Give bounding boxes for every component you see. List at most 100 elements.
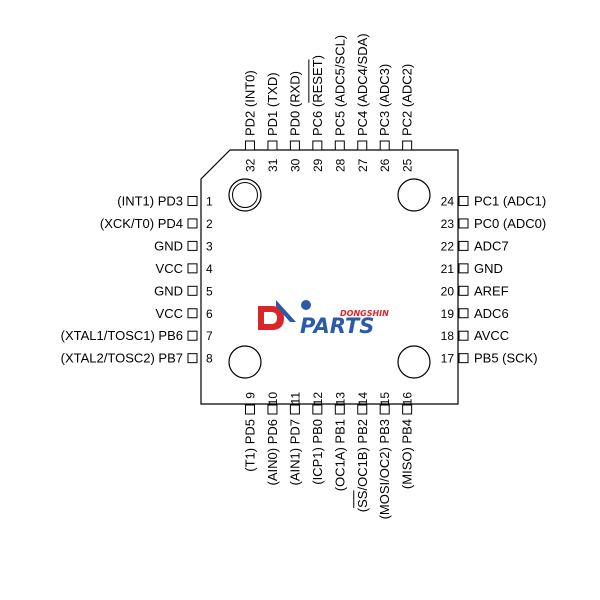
pin-pad-16 xyxy=(402,404,413,415)
pin-label-14: (SS/OC1B) PB2 xyxy=(355,419,370,512)
pin-number-14: 14 xyxy=(356,392,370,406)
pin-number-19: 19 xyxy=(441,307,455,321)
pin-label-26: PC3 (ADC3) xyxy=(377,64,392,136)
pin-pad-11 xyxy=(289,404,300,415)
pin-pad-17 xyxy=(458,353,469,364)
dongshin-parts-logo: DONGSHIN PARTS xyxy=(258,300,389,338)
pin-pad-24 xyxy=(458,196,469,206)
pin-pad-26 xyxy=(379,140,390,151)
pin-label-2: (XCK/T0) PD4 xyxy=(100,216,183,231)
pin-pad-8 xyxy=(187,353,198,364)
pin-pad-18 xyxy=(458,330,469,341)
pin-label-10: (AIN0) PD6 xyxy=(265,419,280,485)
pin-label-11: (AIN1) PD7 xyxy=(287,419,302,485)
pin-number-9: 9 xyxy=(244,392,258,399)
pin-pad-1 xyxy=(187,196,198,206)
pin-label-30: PD0 (RXD) xyxy=(287,71,302,136)
pin-label-3: GND xyxy=(154,238,183,253)
pin-pad-25 xyxy=(402,140,413,151)
pin-pad-10 xyxy=(267,404,278,415)
pin-number-6: 6 xyxy=(206,307,213,321)
pin-number-25: 25 xyxy=(401,158,415,172)
pin-number-16: 16 xyxy=(401,392,415,406)
pin-number-29: 29 xyxy=(311,158,325,172)
logo-emblem xyxy=(258,300,311,330)
pin-number-8: 8 xyxy=(206,352,213,366)
pin-number-26: 26 xyxy=(378,158,392,172)
pin-number-10: 10 xyxy=(266,392,280,406)
pin-pad-12 xyxy=(312,404,323,415)
pin-pad-6 xyxy=(187,308,198,319)
pin-number-23: 23 xyxy=(441,217,455,231)
pin-number-28: 28 xyxy=(333,158,347,172)
pin-label-15: (MOSI/OC2) PB3 xyxy=(377,419,392,519)
pin-pad-19 xyxy=(458,308,469,319)
pin-pad-22 xyxy=(458,240,469,251)
pin-number-2: 2 xyxy=(206,217,213,231)
pin-label-21: GND xyxy=(474,261,503,276)
logo-word-text: PARTS xyxy=(300,314,374,338)
pin-label-1: (INT1) PD3 xyxy=(117,194,183,209)
pin-pad-14 xyxy=(357,404,368,415)
pin-pad-9 xyxy=(245,404,255,415)
pin-number-21: 21 xyxy=(441,262,455,276)
pin-pad-4 xyxy=(187,263,198,274)
pin-pad-29 xyxy=(312,140,323,151)
pin-number-4: 4 xyxy=(206,262,213,276)
pin-label-6: VCC xyxy=(156,306,183,321)
pin-label-29: PC6 (RESET) xyxy=(310,55,325,136)
pin-number-5: 5 xyxy=(206,284,213,298)
pin-number-31: 31 xyxy=(266,158,280,172)
pin-pad-31 xyxy=(267,140,278,151)
mounting-circle-bottom-left xyxy=(228,345,262,379)
pin-label-7: (XTAL1/TOSC1) PB6 xyxy=(61,328,183,343)
pin-number-20: 20 xyxy=(441,284,455,298)
pin-label-32: PD2 (INT0) xyxy=(243,70,258,136)
pin-number-24: 24 xyxy=(441,195,455,209)
pin-label-13: (OC1A) PB1 xyxy=(332,419,347,491)
pin-label-18: AVCC xyxy=(474,328,509,343)
pin-label-12: (ICP1) PB0 xyxy=(310,419,325,485)
pin-pad-30 xyxy=(289,140,300,151)
pin-number-22: 22 xyxy=(441,239,455,253)
pin-label-20: AREF xyxy=(474,283,509,298)
mounting-circle-bottom-right xyxy=(397,345,431,379)
pin-label-17: PB5 (SCK) xyxy=(474,351,538,366)
pin-number-7: 7 xyxy=(206,329,213,343)
pin-label-28: PC5 (ADC5/SCL) xyxy=(332,35,347,136)
mounting-circle-top-right xyxy=(397,178,431,212)
pin-pad-23 xyxy=(458,218,469,229)
pin-label-9: (T1) PD5 xyxy=(243,419,258,472)
pin-label-23: PC0 (ADC0) xyxy=(474,216,546,231)
pin-pad-28 xyxy=(334,140,345,151)
pin-label-19: ADC6 xyxy=(474,306,509,321)
pin-number-30: 30 xyxy=(288,158,302,172)
pin-pad-5 xyxy=(187,285,198,296)
pin-number-12: 12 xyxy=(311,392,325,406)
pin-number-11: 11 xyxy=(288,392,302,405)
pin-number-15: 15 xyxy=(378,392,392,406)
pin-pad-21 xyxy=(458,263,469,274)
pin-pad-7 xyxy=(187,330,198,341)
pin-label-16: (MISO) PB4 xyxy=(400,419,415,489)
pin-pad-15 xyxy=(379,404,390,415)
pin-pad-3 xyxy=(187,240,198,251)
pin-label-5: GND xyxy=(154,283,183,298)
pin-pad-27 xyxy=(357,140,368,151)
logo-brand-text: DONGSHIN xyxy=(340,309,389,318)
pin-number-32: 32 xyxy=(244,158,258,172)
pin-label-8: (XTAL2/TOSC2) PB7 xyxy=(61,351,183,366)
pin-label-31: PD1 (TXD) xyxy=(265,72,280,136)
pin-number-27: 27 xyxy=(356,158,370,172)
pin-label-24: PC1 (ADC1) xyxy=(474,194,546,209)
pin-number-3: 3 xyxy=(206,239,213,253)
pin-label-27: PC4 (ADC4/SDA) xyxy=(355,33,370,136)
pin-label-25: PC2 (ADC2) xyxy=(400,64,415,136)
pin-pad-32 xyxy=(245,140,255,151)
pin-number-1: 1 xyxy=(206,195,213,209)
pin-number-18: 18 xyxy=(441,329,455,343)
pin-label-4: VCC xyxy=(156,261,183,276)
